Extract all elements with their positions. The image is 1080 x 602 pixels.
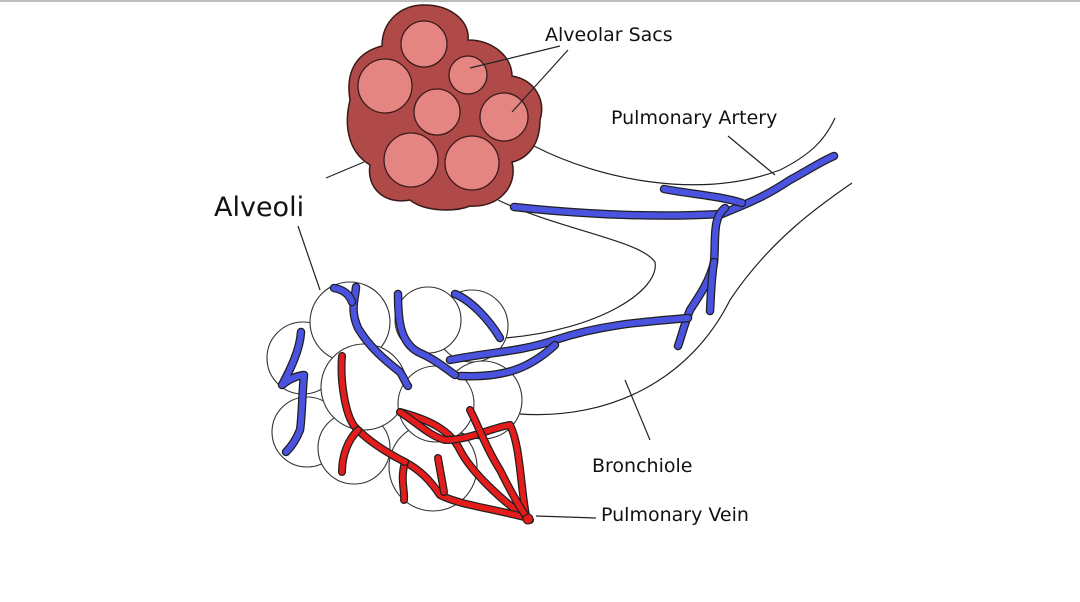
pulmonary-vein-leader bbox=[535, 515, 597, 519]
alveolar-sac-4 bbox=[413, 88, 461, 136]
artery-lower-trunk-fill bbox=[447, 315, 691, 363]
vein-branch-1-fill bbox=[402, 459, 531, 521]
alveoli-cluster bbox=[266, 281, 523, 512]
alveolar-sac-2 bbox=[448, 55, 488, 95]
alveolar-sacs-leader-2 bbox=[511, 49, 569, 113]
vein-end-node bbox=[522, 513, 534, 525]
artery-side-fill bbox=[707, 259, 717, 314]
bronchiole-leader bbox=[624, 379, 651, 441]
artery-descending-fill bbox=[675, 205, 728, 349]
pulmonary-artery-label: Pulmonary Artery bbox=[611, 107, 777, 129]
top-border bbox=[0, 0, 1080, 2]
artery-main-fill bbox=[511, 153, 837, 219]
alveoli-leader-cluster bbox=[297, 225, 321, 291]
pulmonary-artery-vessels bbox=[277, 151, 839, 457]
alveoli-leader-sac bbox=[325, 161, 365, 179]
pulmonary-vein-label: Pulmonary Vein bbox=[601, 504, 749, 526]
pulmonary-vein-vessels bbox=[337, 352, 534, 525]
vein-branch-7-fill bbox=[435, 455, 447, 495]
bronchiole-inner-wall bbox=[497, 199, 656, 339]
alveolus bbox=[320, 343, 408, 431]
alveoli-label: Alveoli bbox=[214, 192, 304, 223]
alveolar-sac-5 bbox=[479, 92, 529, 142]
artery-branch-top-fill bbox=[661, 186, 745, 206]
vein-branch-6-fill bbox=[467, 407, 529, 519]
alveolar-sacs-label: Alveolar Sacs bbox=[545, 24, 673, 46]
bronchiole-label: Bronchiole bbox=[592, 455, 692, 477]
bronchiole-upper-wall bbox=[533, 117, 836, 186]
artery-capillary-5-fill bbox=[279, 329, 307, 455]
artery-capillary-4-fill bbox=[331, 285, 355, 305]
artery-capillary-1-fill bbox=[452, 291, 503, 341]
vein-branch-2-fill bbox=[400, 459, 408, 503]
artery-lower-sub-fill bbox=[457, 342, 558, 380]
alveolar-sacs-leader-1 bbox=[469, 45, 561, 69]
alveolar-sac-7 bbox=[444, 135, 500, 191]
alveolar-sac-3 bbox=[357, 58, 413, 114]
leader-lines bbox=[297, 45, 776, 519]
alveolar-sac-cluster bbox=[346, 4, 543, 211]
vein-branch-5-fill bbox=[397, 409, 529, 519]
vein-branch-4-fill bbox=[339, 427, 361, 475]
alveolar-sac-1 bbox=[400, 20, 448, 68]
bronchiole-outline bbox=[497, 117, 853, 416]
alveolar-sac-6 bbox=[383, 132, 439, 188]
vein-main-fill bbox=[397, 409, 533, 523]
bronchiole-lower-wall bbox=[519, 182, 853, 416]
artery-capillary-2-fill bbox=[395, 291, 458, 378]
pulmonary-artery-leader bbox=[727, 135, 776, 176]
